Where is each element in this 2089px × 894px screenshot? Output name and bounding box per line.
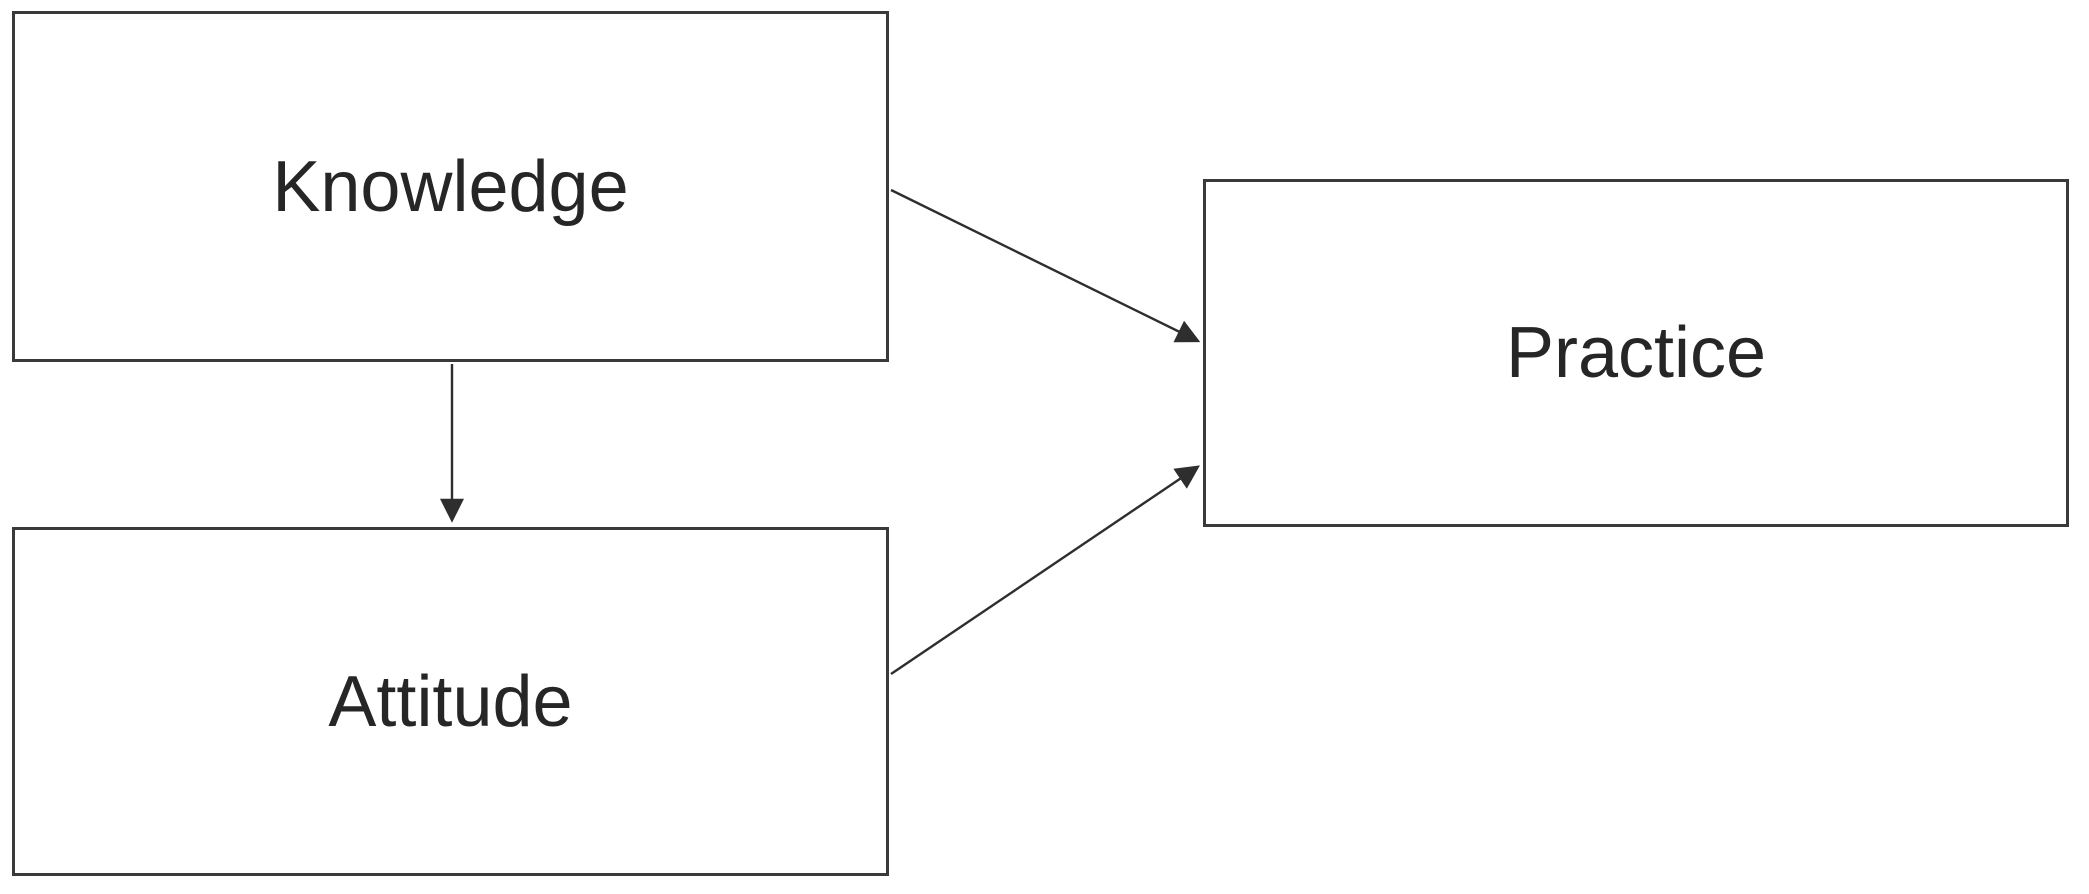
knowledge-box: Knowledge <box>12 11 889 362</box>
practice-label: Practice <box>1505 313 1767 393</box>
attitude-box: Attitude <box>12 527 889 876</box>
attitude-to-practice-arrow <box>890 465 1200 675</box>
knowledge-to-practice-arrow <box>890 188 1201 343</box>
knowledge-label: Knowledge <box>272 146 629 227</box>
practice-box: Practice <box>1203 179 2069 527</box>
attitude-label: Attitude <box>328 661 573 742</box>
